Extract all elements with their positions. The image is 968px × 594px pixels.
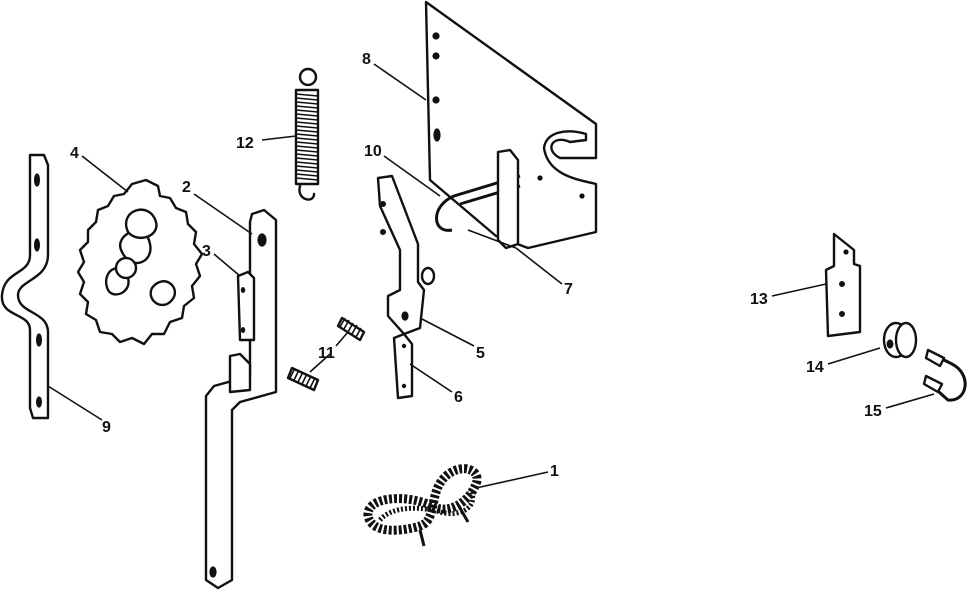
leader-5 [419, 317, 475, 347]
callout-11: 11 [318, 345, 335, 362]
leader-11b [309, 353, 331, 373]
leader-1 [475, 471, 549, 489]
part-5-latch-bracket [376, 174, 436, 336]
part-11-springs [286, 316, 366, 392]
part-15-u-bolt [922, 348, 967, 402]
callout-4: 4 [70, 145, 79, 162]
callout-15: 15 [864, 403, 882, 420]
leader-15 [885, 393, 935, 409]
callout-14: 14 [806, 359, 824, 376]
leader-6 [409, 363, 453, 393]
part-9-strap [0, 153, 50, 420]
leader-2 [193, 193, 253, 235]
callout-12: 12 [236, 135, 254, 152]
callout-13: 13 [750, 291, 768, 308]
leader-12 [261, 135, 297, 141]
callout-8: 8 [362, 51, 371, 68]
leader-3 [213, 253, 241, 277]
part-8-mounting-plate [424, 0, 598, 250]
leader-4 [81, 155, 129, 193]
leader-9 [47, 385, 103, 421]
leader-lines [47, 63, 935, 489]
leader-14 [827, 347, 881, 365]
part-3-small-bar [236, 270, 256, 342]
callout-3: 3 [202, 243, 211, 260]
part-14-pulley [882, 321, 918, 359]
callout-labels: 1 2 3 4 5 6 7 8 9 10 11 12 13 14 15 [70, 51, 882, 480]
part-13-angle-bracket [824, 232, 862, 338]
callout-6: 6 [454, 389, 463, 406]
part-2-lever-arm [204, 208, 278, 590]
callout-5: 5 [476, 345, 485, 362]
callout-1: 1 [550, 463, 559, 480]
callout-2: 2 [182, 179, 191, 196]
part-3-mount-tab [228, 352, 252, 394]
part-6-small-block [392, 332, 414, 400]
leader-11a [335, 331, 349, 347]
callout-9: 9 [102, 419, 111, 436]
callout-7: 7 [564, 281, 573, 298]
leader-13 [771, 283, 827, 297]
part-7-vertical-bar [496, 148, 520, 250]
leader-10 [383, 155, 441, 197]
leader-8 [373, 63, 427, 101]
part-4-ratchet-wheel [76, 178, 204, 346]
callout-10: 10 [364, 143, 382, 160]
leader-7b [467, 229, 517, 249]
part-1-coiled-rope [363, 464, 482, 547]
leader-7 [515, 247, 563, 285]
part-12-tension-spring [294, 67, 320, 201]
